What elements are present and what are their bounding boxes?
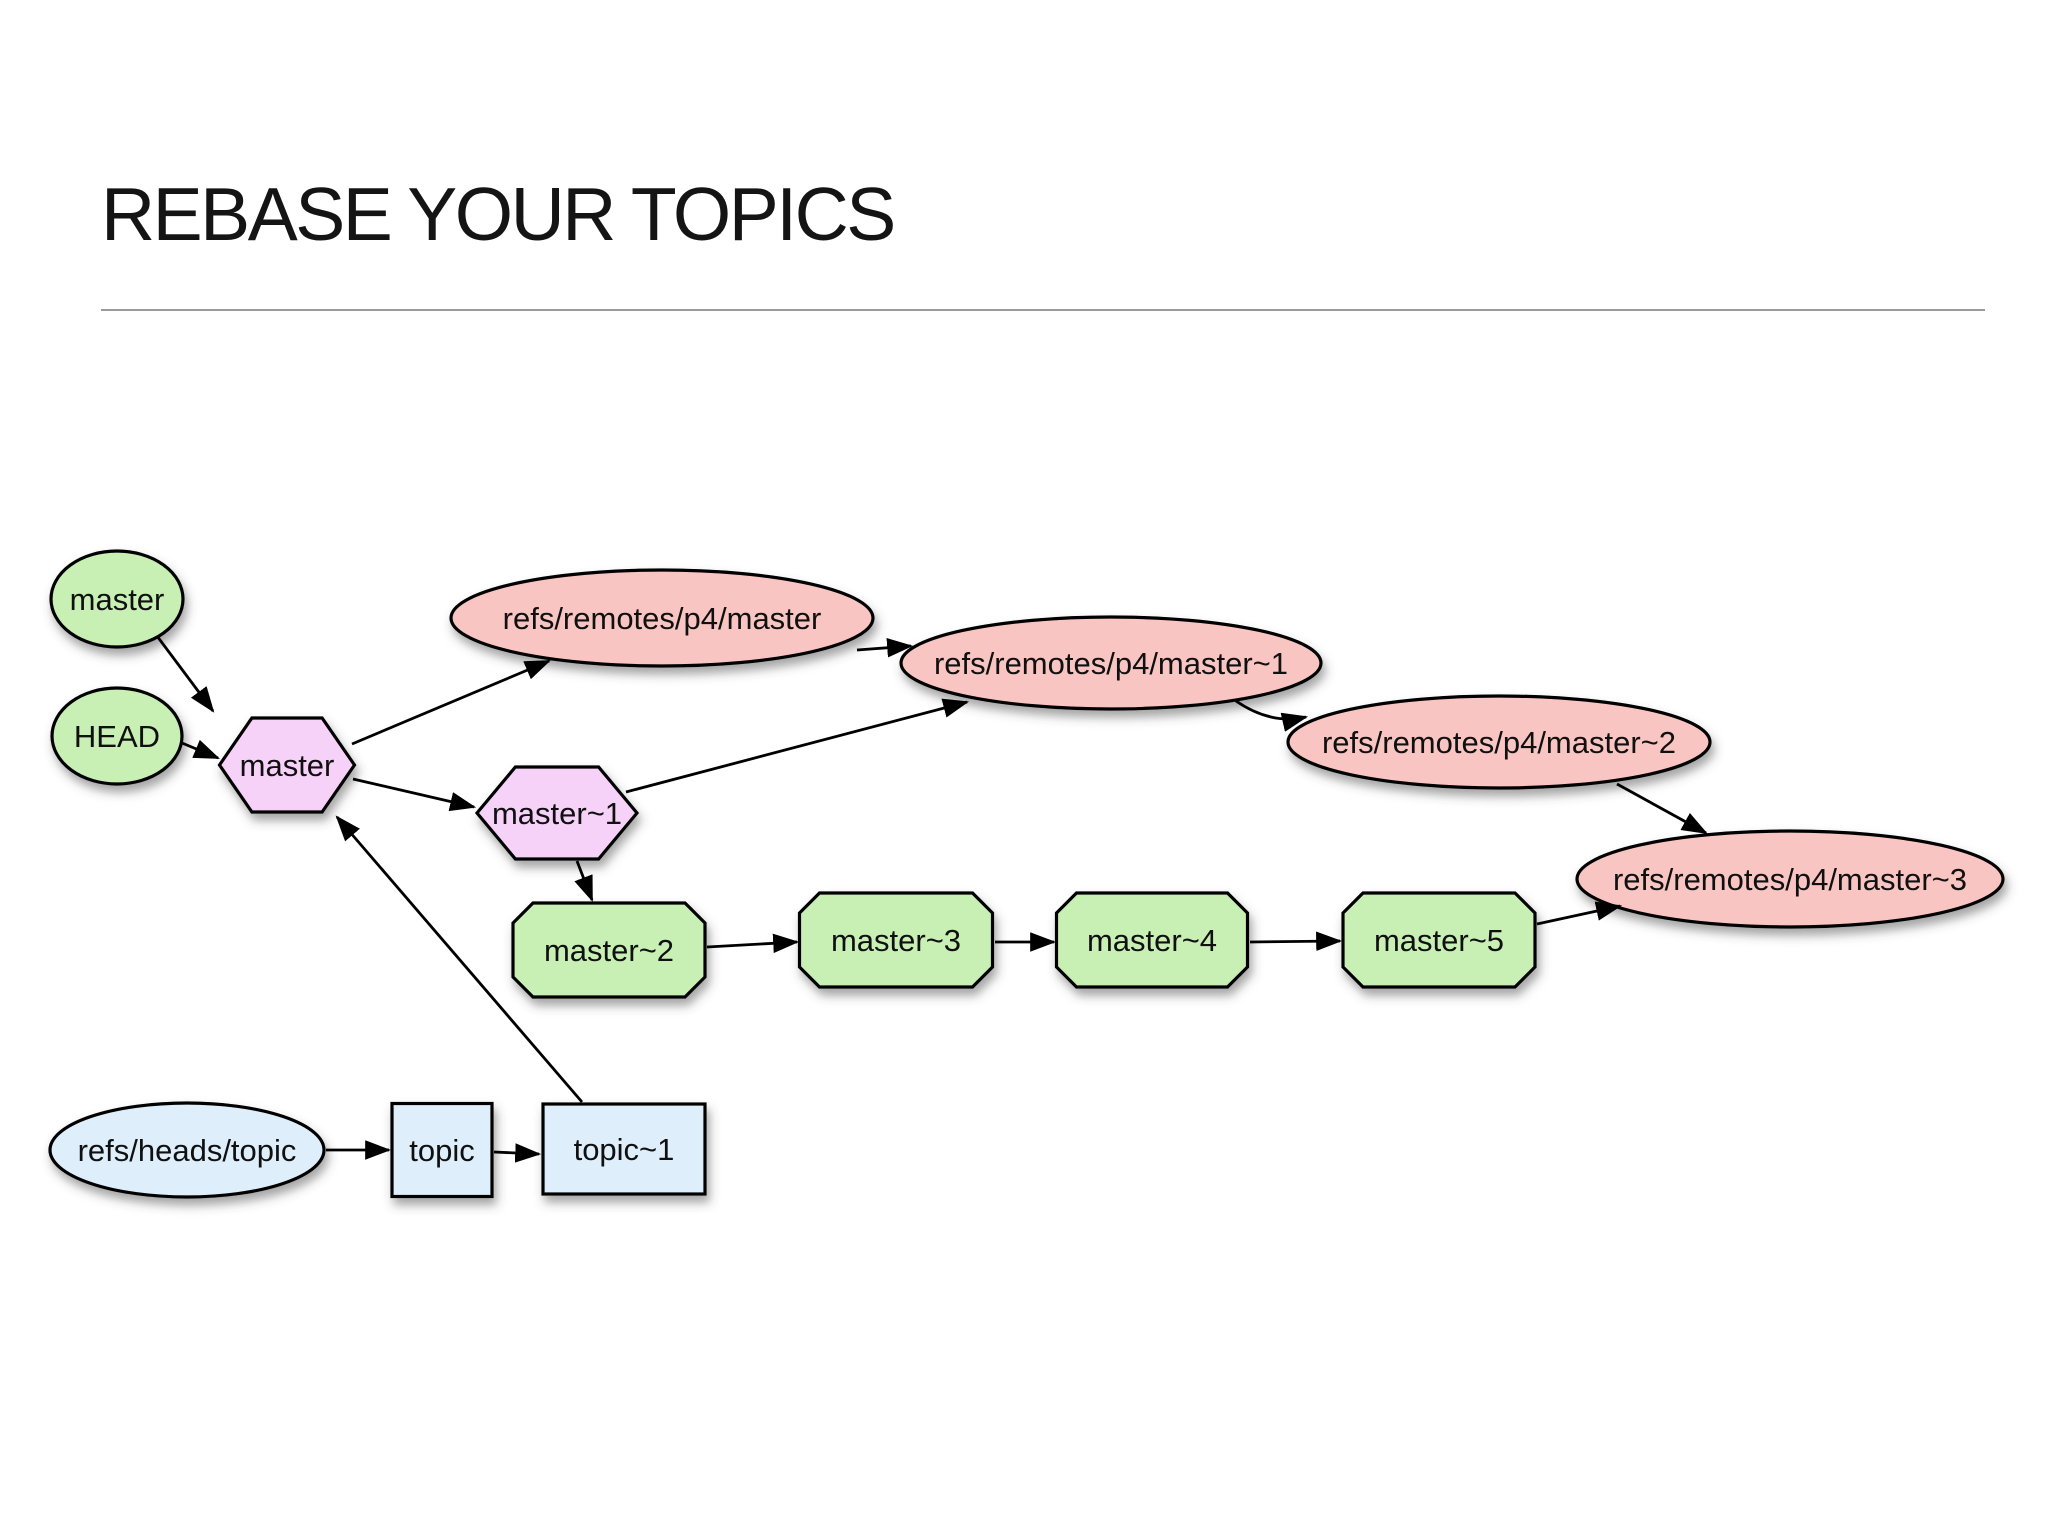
edge-head-ref-to-master-commit xyxy=(181,739,220,760)
edge-master-ref-to-master-commit xyxy=(155,635,215,713)
title-divider xyxy=(101,309,1985,311)
node-p4-master-shape xyxy=(449,568,875,668)
node-topic-1-shape xyxy=(541,1102,707,1196)
edge-master-1-to-master-2 xyxy=(574,860,594,903)
node-master-1-shape xyxy=(474,765,640,861)
node-master-ref-shape xyxy=(49,549,185,649)
edge-p4-master-2-to-p4-master-3 xyxy=(1616,782,1708,835)
node-p4-master-2-label: refs/remotes/p4/master~2 xyxy=(1322,725,1676,760)
node-master-2-shape xyxy=(511,901,707,999)
node-master-commit-shape xyxy=(217,716,357,814)
edges-layer xyxy=(155,635,1708,1163)
slide-title: REBASE YOUR TOPICS xyxy=(101,172,896,256)
edge-topic-to-topic-1 xyxy=(493,1143,542,1163)
node-p4-master-label: refs/remotes/p4/master xyxy=(503,601,822,636)
node-master-2-label: master~2 xyxy=(544,933,674,968)
edge-master-commit-to-p4-master xyxy=(351,659,551,746)
node-master-commit-label: master xyxy=(240,748,335,783)
node-head-ref-label: HEAD xyxy=(74,719,160,754)
nodes-layer: masterHEADmastermaster~1refs/remotes/p4/… xyxy=(48,549,2005,1199)
node-refs-heads-topic-label: refs/heads/topic xyxy=(78,1133,297,1168)
node-master-1-label: master~1 xyxy=(492,796,622,831)
edge-topic-1-to-master-commit xyxy=(335,815,584,1103)
edge-master-1-to-p4-master-1 xyxy=(625,698,970,794)
node-p4-master-2-shape xyxy=(1286,694,1712,790)
node-master-ref-label: master xyxy=(70,582,165,617)
node-master-4-shape xyxy=(1054,891,1250,989)
node-p4-master-1-shape xyxy=(899,615,1323,711)
edge-master-2-to-master-3 xyxy=(706,933,800,954)
edge-master-commit-to-master-1 xyxy=(352,777,477,812)
node-p4-master-3-shape xyxy=(1575,829,2005,929)
edge-p4-master-to-p4-master-1 xyxy=(856,638,914,658)
node-p4-master-1-label: refs/remotes/p4/master~1 xyxy=(934,646,1288,681)
node-p4-master-3-label: refs/remotes/p4/master~3 xyxy=(1613,862,1967,897)
node-refs-heads-topic-shape xyxy=(48,1101,326,1199)
edge-p4-master-1-to-p4-master-2 xyxy=(1235,699,1309,732)
node-topic-shape xyxy=(390,1101,494,1199)
node-master-3-label: master~3 xyxy=(831,923,961,958)
node-master-3-shape xyxy=(797,891,995,989)
edge-master-5-to-p4-master-3 xyxy=(1536,901,1623,926)
node-topic-1-label: topic~1 xyxy=(574,1132,675,1167)
node-master-5-label: master~5 xyxy=(1374,923,1504,958)
node-topic-label: topic xyxy=(409,1133,474,1168)
node-master-5-shape xyxy=(1341,891,1537,989)
node-master-4-label: master~4 xyxy=(1087,923,1217,958)
edge-master-4-to-master-5 xyxy=(1249,931,1343,952)
node-head-ref-shape xyxy=(50,686,184,786)
